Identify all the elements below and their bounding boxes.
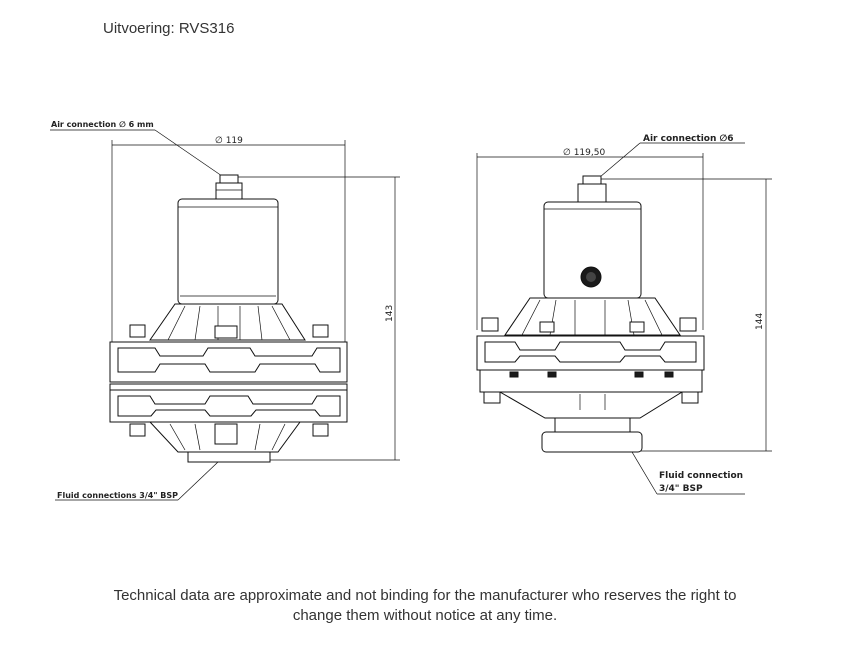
- page-title: Uitvoering: RVS316: [103, 20, 235, 37]
- disclaimer: Technical data are approximate and not b…: [0, 586, 850, 626]
- right-diameter-label: ∅ 119,50: [563, 148, 605, 158]
- right-regulator-drawing: ∅ 119,50 144 Air connection ∅6: [476, 134, 772, 495]
- left-diameter-label: ∅ 119: [215, 136, 243, 146]
- left-height-label: 143: [385, 305, 395, 322]
- right-air-connection-label: Air connection ∅6: [643, 134, 733, 144]
- disclaimer-line-2: change them without notice at any time.: [292, 607, 558, 624]
- left-fluid-connection-label: Fluid connections 3/4" BSP: [57, 491, 178, 500]
- left-regulator-drawing: ∅ 119 143 Air connection ∅ 6 mm: [50, 120, 400, 501]
- right-fluid-connection-label-line2: 3/4" BSP: [659, 484, 703, 494]
- disclaimer-line-1: Technical data are approximate and not b…: [113, 587, 737, 604]
- left-air-connection-label: Air connection ∅ 6 mm: [51, 120, 154, 129]
- right-height-label: 144: [755, 313, 765, 330]
- right-fluid-connection-label-line1: Fluid connection: [659, 471, 743, 481]
